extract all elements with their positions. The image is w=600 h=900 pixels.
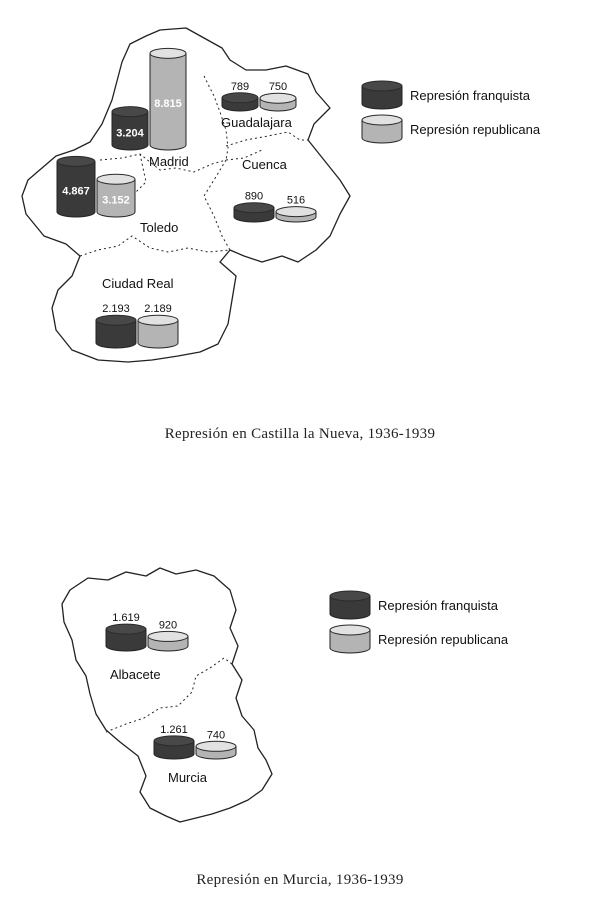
cylinder-franquista [153,735,195,760]
legend-murcia: Represión franquista Represión republica… [329,590,509,654]
map-castilla-la-nueva: Madrid Guadalajara Cuenca Toledo Ciudad … [21,27,541,363]
legend-cylinder-republicana [361,114,403,144]
value-label-republicana: 8.815 [154,98,182,110]
province-label-guadalajara: Guadalajara [221,115,293,130]
value-label-republicana: 3.152 [102,195,130,207]
map-murcia: Albacete Murcia 1.619 920 1.261 740 Represi… [61,567,509,823]
region-outline-murcia [61,567,273,823]
border-albacete-murcia [105,657,233,733]
value-label-franquista: 2.193 [102,303,130,315]
cylinder-republicana [259,92,297,112]
value-label-republicana: 516 [287,195,305,207]
cylinder-franquista [56,155,96,218]
province-label-cuenca: Cuenca [242,157,288,172]
legend-cylinder-republicana [329,624,371,654]
value-label-franquista: 789 [231,81,249,93]
caption-murcia: Represión en Murcia, 1936-1939 [196,872,404,888]
cylinder-franquista [95,314,137,349]
province-label-murcia: Murcia [168,770,208,785]
value-label-franquista: 4.867 [62,186,90,198]
legend-label-republicana: Represión republicana [378,632,509,647]
legend-label-franquista: Represión franquista [410,88,531,103]
value-label-republicana: 740 [207,729,225,741]
cylinder-franquista [233,202,275,223]
legend-cylinder-franquista [361,80,403,110]
cylinder-republicana [275,206,317,223]
caption-castilla: Represión en Castilla la Nueva, 1936-193… [164,426,436,442]
cylinder-franquista [111,106,149,151]
cylinder-republicana [96,173,136,218]
legend-swatch-franquista [329,590,371,620]
cylinder-group-murcia: 1.619 920 1.261 740 [105,612,237,760]
value-label-franquista: 3.204 [116,127,144,139]
legend-swatch-republicana [329,624,371,654]
border-madrid-toledo [99,149,263,173]
cylinder-republicana [149,47,187,151]
value-label-franquista: 890 [245,191,263,203]
legend-swatch-republicana [361,114,403,144]
border-guadalajara-cuenca [225,131,308,147]
region-outline-castilla [21,27,351,363]
cylinder-franquista [221,92,259,112]
value-label-franquista: 1.619 [112,612,140,624]
cylinder-republicana [147,630,189,652]
province-label-ciudad-real: Ciudad Real [102,276,174,291]
province-label-madrid: Madrid [149,154,189,169]
value-label-republicana: 920 [159,619,177,631]
legend-swatch-franquista [361,80,403,110]
cylinder-group-castilla: 3.204 8.815 789 750 890 516 4.867 3.152 2.193 2.1… [56,47,317,349]
value-label-franquista: 1.261 [160,724,188,736]
cylinder-republicana [195,740,237,760]
legend-castilla: Represión franquista Represión republica… [361,80,541,144]
province-label-toledo: Toledo [140,220,178,235]
value-label-republicana: 2.189 [144,303,172,315]
cylinder-franquista [105,623,147,652]
legend-cylinder-franquista [329,590,371,620]
cylinder-republicana [137,314,179,349]
border-toledo-cuenca [203,159,231,251]
value-label-republicana: 750 [269,81,287,93]
legend-label-republicana: Represión republicana [410,122,541,137]
province-label-albacete: Albacete [110,667,161,682]
legend-label-franquista: Represión franquista [378,598,499,613]
border-toledo-ciudad-real [79,235,231,257]
